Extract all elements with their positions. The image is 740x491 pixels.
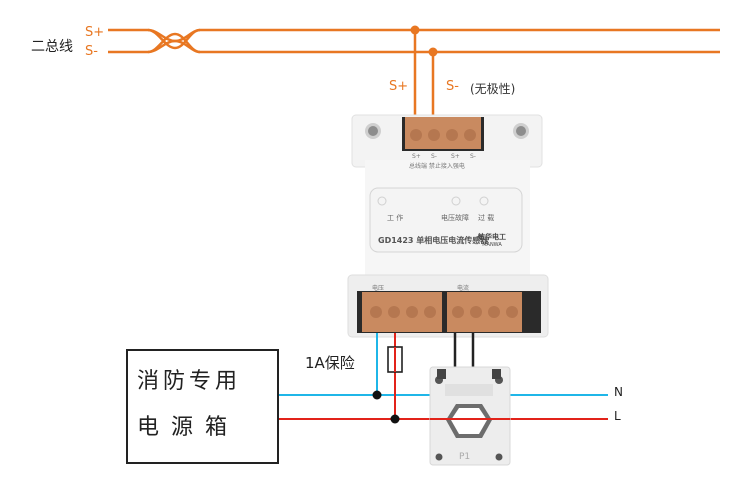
device-brand: 敏华电工 MANWA <box>478 233 506 249</box>
live-label: L <box>614 409 621 423</box>
led-overload <box>479 196 489 206</box>
tap-label-s-minus: S- <box>446 79 459 94</box>
power-box-line1: 消防专用 <box>137 369 242 394</box>
ct-tag: P1 <box>459 452 471 462</box>
junction-dot-neutral <box>372 390 382 400</box>
led-work <box>377 196 387 206</box>
device-model: GD1423 单相电压电流传感器 <box>378 236 489 245</box>
non-polar-note: (无极性) <box>470 82 516 96</box>
neutral-label: N <box>614 385 623 399</box>
fuse-label: 1A保险 <box>305 354 355 372</box>
indicator-label-voltage-fault: 电压故障 <box>441 214 469 222</box>
led-voltage-fault <box>451 196 461 206</box>
bus-label-s-plus: S+ <box>85 25 105 40</box>
brand-en: MANWA <box>482 242 502 248</box>
junction-dot-live <box>390 414 400 424</box>
pin-label: S- <box>470 153 476 160</box>
sensor-device <box>347 114 549 338</box>
brand-cn: 敏华电工 <box>478 233 506 241</box>
pin-label: S+ <box>412 153 421 160</box>
tap-label-s-plus: S+ <box>389 79 409 94</box>
bus-label-s-minus: S- <box>85 44 98 59</box>
voltage-terminal-label: 电压 <box>372 285 385 292</box>
current-terminal-label: 电流 <box>457 285 470 292</box>
junction-dot-s-minus <box>428 47 438 57</box>
indicator-label-overload: 过 载 <box>478 214 495 222</box>
power-box-line2: 电源箱 <box>137 415 240 440</box>
indicator-label-work: 工 作 <box>387 214 404 222</box>
label-panel <box>369 187 523 253</box>
pin-label: S- <box>431 153 437 160</box>
current-transformer <box>429 366 511 466</box>
power-box <box>126 349 279 464</box>
junction-dot-s-plus <box>410 25 420 35</box>
pin-label: S+ <box>451 153 460 160</box>
bus-title: 二总线 <box>31 39 73 55</box>
terminal-warning: 总线端 禁止接入强电 <box>409 163 465 170</box>
